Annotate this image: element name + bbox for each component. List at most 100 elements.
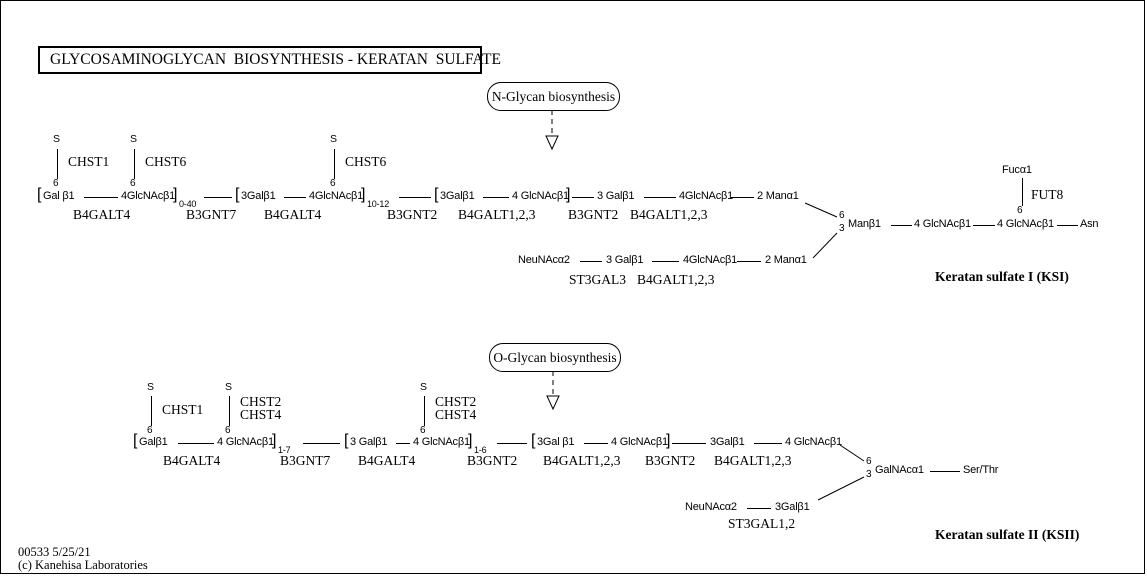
copyright: (c) Kanehisa Laboratories (18, 558, 148, 572)
pathway-node-o-glycan[interactable]: O-Glycan biosynthesis (489, 343, 621, 372)
enzyme-b4galt123[interactable]: B4GALT1,2,3 (714, 453, 792, 468)
product-label-ksi: Keratan sulfate I (KSI) (935, 269, 1069, 284)
sulfate-s-label: S (130, 133, 138, 145)
residue-gal: Galβ1 (139, 436, 168, 448)
repeat-bracket-close: ] (468, 432, 473, 449)
enzyme-b4galt4[interactable]: B4GALT4 (358, 453, 416, 468)
enzyme-chst6[interactable]: CHST6 (145, 154, 187, 169)
residue-gal: 3Galβ1 (775, 501, 810, 513)
repeat-count: 1-6 (474, 445, 487, 455)
map-title: GLYCOSAMINOGLYCAN BIOSYNTHESIS - KERATAN… (50, 51, 501, 68)
repeat-bracket-close: ] (272, 432, 277, 449)
enzyme-b3gnt2[interactable]: B3GNT2 (568, 207, 619, 222)
repeat-bracket-open: [ (344, 432, 349, 449)
glycosidic-bond (930, 471, 960, 472)
glycosidic-bond (580, 261, 602, 262)
enzyme-b4galt123[interactable]: B4GALT1,2,3 (543, 453, 621, 468)
glycosidic-bond (731, 197, 754, 198)
sulfate-s-label: S (330, 133, 338, 145)
residue-man: 2 Manα1 (757, 190, 799, 202)
map-number: 00533 5/25/21 (18, 545, 91, 559)
glycosidic-bond (754, 443, 782, 444)
link-pos-6: 6 (420, 425, 426, 436)
enzyme-chst2[interactable]: CHST2 (240, 394, 282, 409)
enzyme-b3gnt2[interactable]: B3GNT2 (387, 207, 438, 222)
glycosidic-bond (303, 443, 340, 444)
enzyme-chst4[interactable]: CHST4 (240, 407, 282, 422)
enzyme-b4galt4[interactable]: B4GALT4 (163, 453, 221, 468)
sulfate-s-label: S (420, 381, 428, 393)
sulfate-bond (57, 149, 58, 179)
glycosidic-bond (737, 261, 761, 262)
glycosidic-bond (284, 197, 306, 198)
link-pos-6: 6 (330, 178, 336, 189)
link-pos-6: 6 (53, 178, 59, 189)
enzyme-b4galt123[interactable]: B4GALT1,2,3 (637, 272, 715, 287)
enzyme-b3gnt7[interactable]: B3GNT7 (186, 207, 237, 222)
glycosidic-bond (644, 197, 676, 198)
enzyme-chst1[interactable]: CHST1 (68, 154, 110, 169)
sulfate-bond (151, 396, 152, 426)
glycosidic-bond (572, 197, 594, 198)
repeat-bracket-close: ] (566, 186, 571, 203)
residue-gal: 3Gal β1 (537, 436, 575, 448)
glycosidic-bond (891, 225, 912, 226)
glycosidic-bond (672, 443, 706, 444)
glycosidic-bond (399, 197, 431, 198)
enzyme-chst2[interactable]: CHST2 (435, 394, 477, 409)
repeat-count: 0-40 (179, 199, 197, 209)
link-pos-6: 6 (130, 178, 136, 189)
residue-glcnac: 4 GlcNAcβ1 (785, 436, 842, 448)
sulfate-s-label: S (53, 133, 61, 145)
enzyme-fut8[interactable]: FUT8 (1031, 187, 1064, 202)
enzyme-b4galt123[interactable]: B4GALT1,2,3 (630, 207, 708, 222)
enzyme-st3gal3[interactable]: ST3GAL3 (569, 272, 626, 287)
fucose-bond (1022, 178, 1023, 206)
residue-glcnac: 4 GlcNAcβ1 (914, 218, 971, 230)
repeat-bracket-open: [ (434, 186, 439, 203)
glycosidic-bond (973, 225, 995, 226)
enzyme-b3gnt2[interactable]: B3GNT2 (645, 453, 696, 468)
enzyme-b4galt123[interactable]: B4GALT1,2,3 (458, 207, 536, 222)
glycosidic-bond (497, 443, 527, 444)
pathway-node-label: O-Glycan biosynthesis (493, 349, 617, 365)
pathway-node-n-glycan[interactable]: N-Glycan biosynthesis (487, 82, 620, 111)
repeat-bracket-open: [ (37, 186, 42, 203)
sulfate-bond (334, 149, 335, 179)
residue-gal: 3Galβ1 (241, 190, 276, 202)
glycosidic-bond (204, 197, 232, 198)
pathway-node-label: N-Glycan biosynthesis (491, 88, 616, 104)
residue-gal: 3 Galβ1 (606, 254, 644, 266)
residue-glcnac: 4 GlcNAcβ1 (611, 436, 668, 448)
enzyme-chst4[interactable]: CHST4 (435, 407, 477, 422)
enzyme-b3gnt7[interactable]: B3GNT7 (280, 453, 331, 468)
residue-fuc: Fucα1 (1002, 164, 1032, 176)
repeat-bracket-open: [ (133, 432, 138, 449)
repeat-bracket-close: ] (666, 432, 671, 449)
glycosidic-bond (652, 261, 679, 262)
link-pos-6: 6 (839, 210, 845, 221)
enzyme-b3gnt2[interactable]: B3GNT2 (467, 453, 518, 468)
residue-neunac: NeuNAcα2 (518, 254, 570, 266)
link-pos-6: 6 (866, 456, 872, 467)
enzyme-chst1[interactable]: CHST1 (162, 402, 204, 417)
link-pos-6: 6 (225, 425, 231, 436)
enzyme-b4galt4[interactable]: B4GALT4 (264, 207, 322, 222)
residue-gal: 3 Galβ1 (597, 190, 635, 202)
residue-gal: 3Galβ1 (710, 436, 745, 448)
map-title-box: GLYCOSAMINOGLYCAN BIOSYNTHESIS - KERATAN… (38, 46, 501, 74)
residue-neunac: NeuNAcα2 (685, 501, 737, 513)
residue-glcnac: 4GlcNAcβ1 (121, 190, 176, 202)
sulfate-bond (134, 149, 135, 179)
enzyme-chst6[interactable]: CHST6 (345, 154, 387, 169)
residue-glcnac: 4 GlcNAcβ1 (217, 436, 274, 448)
residue-glcnac: 4 GlcNAcβ1 (997, 218, 1054, 230)
enzyme-st3gal12[interactable]: ST3GAL1,2 (728, 516, 796, 531)
residue-gal: Gal β1 (43, 190, 75, 202)
glycosidic-bond (747, 508, 771, 509)
link-pos-6: 6 (1017, 205, 1023, 216)
sulfate-s-label: S (147, 381, 155, 393)
enzyme-b4galt4[interactable]: B4GALT4 (73, 207, 131, 222)
